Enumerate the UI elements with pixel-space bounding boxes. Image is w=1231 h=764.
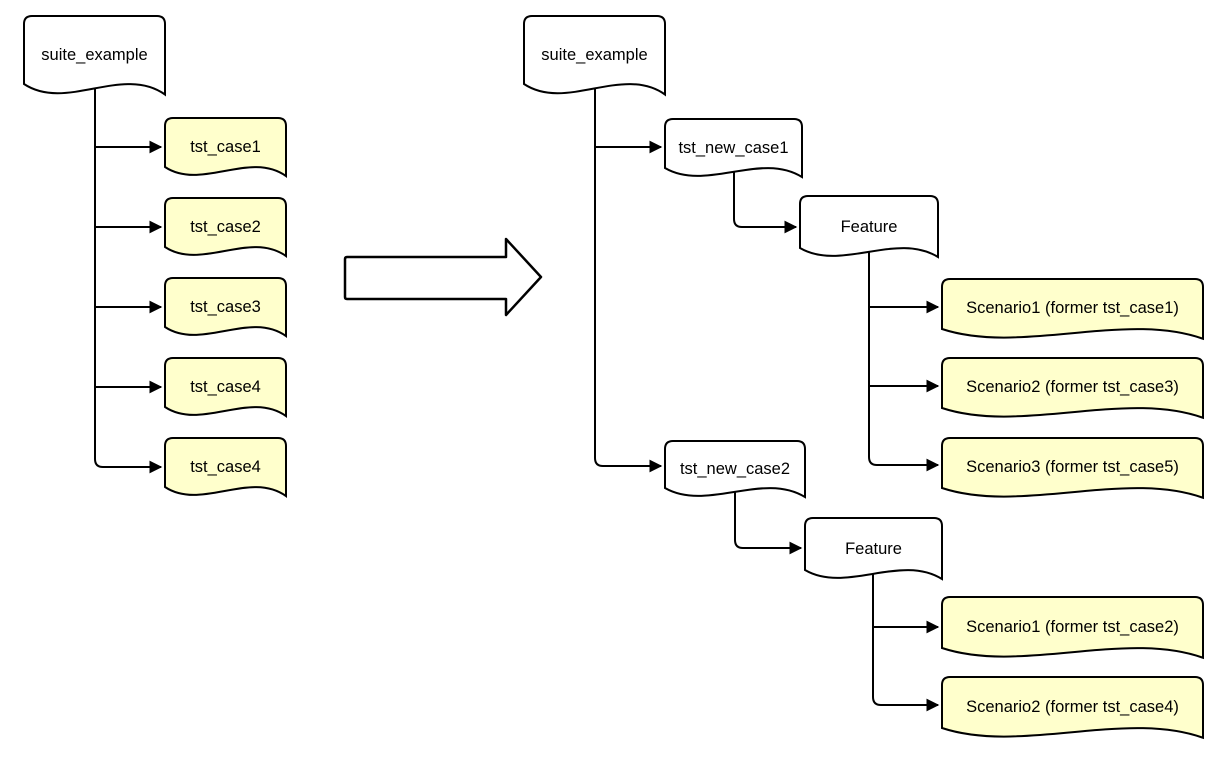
- node-before-case3: [164, 277, 287, 338]
- node-before-case4: [164, 357, 287, 418]
- node-after-g1-scenario2: [941, 357, 1204, 420]
- node-after-newcase1: [664, 118, 803, 179]
- node-after-g2-scenario2: [941, 676, 1204, 740]
- node-after-feature2: [804, 517, 943, 581]
- node-after-root: [523, 15, 666, 97]
- transform-arrow-icon: [343, 237, 543, 317]
- node-after-newcase2: [664, 440, 806, 499]
- connector-feature1-to-scenario3: [868, 246, 940, 472]
- node-before-root: [23, 15, 166, 97]
- node-after-g1-scenario3: [941, 437, 1204, 500]
- connector-feature2-to-scenario2: [872, 568, 940, 712]
- connector-after-root-to-newcase2: [594, 84, 663, 473]
- connector-before-root-to-case5: [94, 84, 163, 474]
- node-after-feature1: [799, 195, 939, 259]
- node-after-g1-scenario1: [941, 278, 1204, 341]
- connector-layer: [94, 84, 940, 712]
- node-after-g2-scenario1: [941, 596, 1204, 660]
- node-layer: [23, 15, 1204, 740]
- connector-newcase1-to-feature1: [733, 164, 798, 234]
- node-before-case1: [164, 117, 287, 178]
- node-before-case2: [164, 197, 287, 258]
- node-before-case5: [164, 437, 287, 498]
- connector-newcase2-to-feature2: [734, 486, 803, 555]
